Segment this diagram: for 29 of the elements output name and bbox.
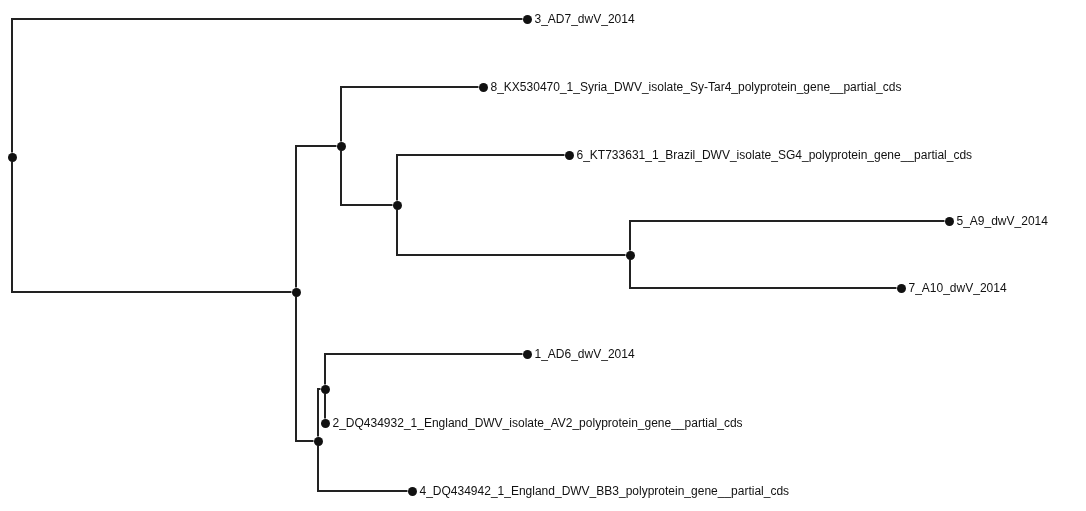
tree-branch: [11, 18, 524, 154]
tree-branch: [295, 145, 338, 289]
taxon-label: 1_AD6_dwV_2014: [534, 346, 635, 362]
taxon-label: 5_A9_dwV_2014: [956, 213, 1048, 229]
branch-node-dot: [320, 384, 330, 394]
tree-branch: [340, 149, 394, 206]
tree-branch: [629, 258, 898, 289]
branch-node-dot: [625, 250, 635, 260]
tree-branch: [324, 353, 524, 386]
tree-branch: [340, 86, 480, 143]
branch-node-dot: [392, 200, 402, 210]
tree-branch: [396, 154, 566, 202]
tree-branch: [11, 160, 293, 293]
taxon-label: 3_AD7_dwV_2014: [534, 11, 635, 27]
taxon-label: 8_KX530470_1_Syria_DWV_isolate_Sy-Tar4_polyprotein_gene__partial_cds: [490, 79, 902, 95]
tree-branch: [396, 208, 627, 256]
branch-node-dot: [313, 436, 323, 446]
tree-branch: [317, 388, 322, 438]
tree-branch: [295, 295, 315, 442]
taxon-label: 4_DQ434942_1_England_DWV_BB3_polyprotein_gene__partial_cds: [419, 483, 790, 499]
branch-node-dot: [7, 152, 17, 162]
branch-node-dot: [291, 287, 301, 297]
taxon-label: 7_A10_dwV_2014: [908, 280, 1007, 296]
branch-node-dot: [336, 141, 346, 151]
tree-branch: [324, 392, 326, 420]
tree-branch: [317, 444, 409, 492]
taxon-label: 2_DQ434932_1_England_DWV_isolate_AV2_polyprotein_gene__partial_cds: [332, 415, 743, 431]
tree-branch: [629, 220, 946, 252]
taxon-label: 6_KT733631_1_Brazil_DWV_isolate_SG4_polyprotein_gene__partial_cds: [576, 147, 973, 163]
